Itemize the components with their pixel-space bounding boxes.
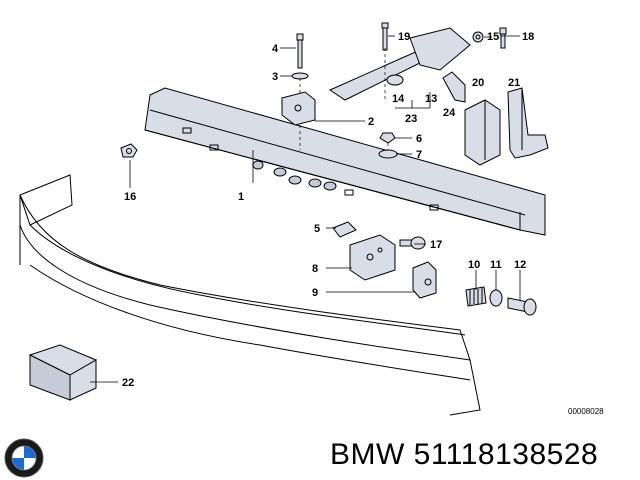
spring-10 bbox=[465, 286, 487, 307]
bumper-carrier bbox=[144, 87, 546, 236]
label-7: 7 bbox=[416, 149, 422, 161]
label-14: 14 bbox=[392, 93, 405, 105]
label-9: 9 bbox=[312, 287, 318, 299]
bmw-logo bbox=[4, 438, 44, 478]
label-17: 17 bbox=[430, 239, 442, 251]
washer-7 bbox=[378, 149, 398, 159]
nut-plate-9 bbox=[412, 261, 437, 299]
clip-5 bbox=[332, 221, 357, 238]
label-12: 12 bbox=[514, 259, 526, 271]
part-number-caption: BMW 51118138528 bbox=[330, 438, 599, 471]
leader-lines bbox=[90, 35, 521, 383]
nut-6 bbox=[379, 132, 396, 144]
bolt-19 bbox=[381, 22, 389, 51]
label-8: 8 bbox=[312, 263, 318, 275]
label-20: 20 bbox=[472, 77, 484, 89]
label-10: 10 bbox=[468, 259, 480, 271]
screw-17 bbox=[399, 236, 426, 250]
label-5: 5 bbox=[314, 223, 320, 235]
label-22: 22 bbox=[122, 377, 134, 389]
label-3: 3 bbox=[272, 71, 278, 83]
label-11: 11 bbox=[490, 259, 502, 271]
label-13: 13 bbox=[425, 93, 437, 105]
bumper-cover bbox=[19, 174, 481, 416]
mount-bracket-13 bbox=[328, 27, 471, 101]
bolt-18 bbox=[499, 27, 507, 49]
label-6: 6 bbox=[416, 133, 422, 145]
nut-15 bbox=[472, 31, 484, 43]
label-2: 2 bbox=[368, 116, 374, 128]
label-19: 19 bbox=[398, 31, 410, 43]
bracket-24 bbox=[442, 71, 466, 103]
label-16: 16 bbox=[124, 191, 136, 203]
bolt-4 bbox=[296, 33, 304, 69]
nut-16 bbox=[120, 143, 138, 158]
washer-11 bbox=[489, 289, 503, 307]
drawing-code: 00008028 bbox=[568, 407, 604, 416]
label-18: 18 bbox=[522, 31, 534, 43]
label-4: 4 bbox=[272, 43, 279, 55]
label-23: 23 bbox=[405, 113, 417, 125]
pin-12 bbox=[507, 297, 537, 316]
label-24: 24 bbox=[443, 107, 456, 119]
bracket-8 bbox=[349, 234, 396, 281]
label-21: 21 bbox=[508, 77, 520, 89]
bracket-2 bbox=[281, 91, 316, 126]
label-15: 15 bbox=[487, 31, 499, 43]
pad-22 bbox=[28, 344, 98, 401]
bracket-20 bbox=[464, 99, 501, 166]
label-1: 1 bbox=[238, 191, 244, 203]
bracket-21 bbox=[507, 87, 549, 159]
